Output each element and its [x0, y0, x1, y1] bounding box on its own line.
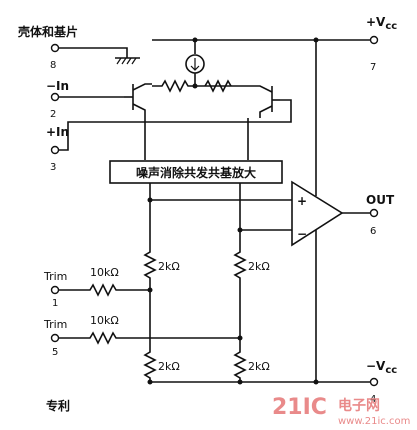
trim-1-label: Trim — [43, 270, 67, 283]
left-resistor-chain — [143, 200, 157, 382]
pos-in-wire — [59, 99, 292, 151]
pin-1-number: 1 — [52, 298, 58, 309]
trim-1 — [50, 283, 150, 297]
pin-7-terminal — [369, 35, 379, 45]
emitter-resistor-left — [152, 79, 237, 93]
neg-in-label: −In — [46, 79, 69, 93]
left-bottom-resistor-value: 2kΩ — [158, 360, 180, 373]
transistor-right — [237, 85, 280, 118]
q2-collector — [237, 85, 273, 93]
input-neg — [50, 92, 124, 102]
pin-3-terminal — [50, 145, 60, 155]
opamp-triangle — [291, 180, 344, 247]
vcc-pos-sub: cc — [385, 21, 397, 32]
q1-emitter — [132, 103, 146, 118]
case-substrate-label: 壳体和基片 — [17, 24, 78, 39]
trim-1-resistor-value: 10kΩ — [90, 266, 119, 279]
vcc-neg-sub: cc — [385, 365, 397, 376]
vcc-neg-label: −Vcc — [366, 359, 397, 376]
junction-dot — [313, 37, 319, 43]
q1-collector — [132, 83, 152, 91]
pin-1-terminal — [50, 285, 60, 295]
watermark: 21IC 电子网 www.21ic.com — [272, 395, 410, 427]
q2-emitter — [259, 105, 273, 118]
opamp-plus-sign: + — [297, 194, 307, 208]
pin-7-number: 7 — [370, 62, 376, 73]
opamp-minus-sign: − — [297, 227, 307, 241]
input-pos — [50, 99, 292, 155]
pin-2-terminal — [50, 92, 60, 102]
pin-5-terminal — [50, 333, 60, 343]
right-resistor-chain — [233, 230, 247, 382]
cascode-label: 噪声消除共发共基放大 — [136, 165, 256, 180]
trim-5 — [50, 331, 240, 345]
junction-dot — [147, 379, 153, 385]
case-ground-wire — [59, 47, 128, 58]
vcc-pos-main: +V — [366, 15, 386, 29]
right-bottom-resistor-value: 2kΩ — [248, 360, 270, 373]
trim-5-label: Trim — [43, 318, 67, 331]
junction-dot — [313, 379, 319, 385]
pin-8-terminal — [50, 43, 60, 53]
load-resistors — [143, 200, 247, 385]
out-label: OUT — [366, 193, 395, 207]
pos-in-label: +In — [46, 125, 69, 139]
right-top-resistor-value: 2kΩ — [248, 260, 270, 273]
pin-6-number: 6 — [370, 226, 376, 237]
current-source — [152, 37, 237, 86]
trim-5-resistor-value: 10kΩ — [90, 314, 119, 327]
emitter-resistors — [152, 79, 237, 93]
watermark-brand: 21IC — [272, 395, 327, 420]
pin-6-terminal — [369, 208, 379, 218]
junction-dot — [192, 83, 198, 89]
cascode-box — [109, 160, 283, 184]
junction-dot — [192, 37, 198, 43]
pin-4-number: 4 — [370, 394, 376, 405]
left-top-resistor-value: 2kΩ — [158, 260, 180, 273]
trim-5-resistor — [59, 331, 240, 345]
pin-4-terminal — [369, 377, 379, 387]
junction-dot — [237, 379, 243, 385]
ground-hatch — [116, 57, 137, 65]
trim-1-resistor — [59, 283, 150, 297]
pin-5-number: 5 — [52, 347, 58, 358]
patent-label: 专利 — [46, 398, 70, 413]
watermark-cn: 电子网 — [338, 397, 380, 414]
current-arrow-icon — [190, 58, 200, 71]
pin-3-number: 3 — [50, 162, 56, 173]
cascode-block: 噪声消除共发共基放大 — [109, 160, 283, 184]
case-ground — [50, 43, 140, 65]
emitter-resistor-right — [204, 79, 232, 93]
watermark-url: www.21ic.com — [338, 416, 410, 427]
pin-8-number: 8 — [50, 60, 56, 71]
pin-2-number: 2 — [50, 109, 56, 120]
output-opamp: + − — [291, 180, 379, 247]
vcc-neg-main: −V — [366, 359, 386, 373]
vcc-pos-label: +Vcc — [366, 15, 397, 32]
supply-rails — [150, 35, 379, 387]
transistor-left — [124, 83, 152, 118]
